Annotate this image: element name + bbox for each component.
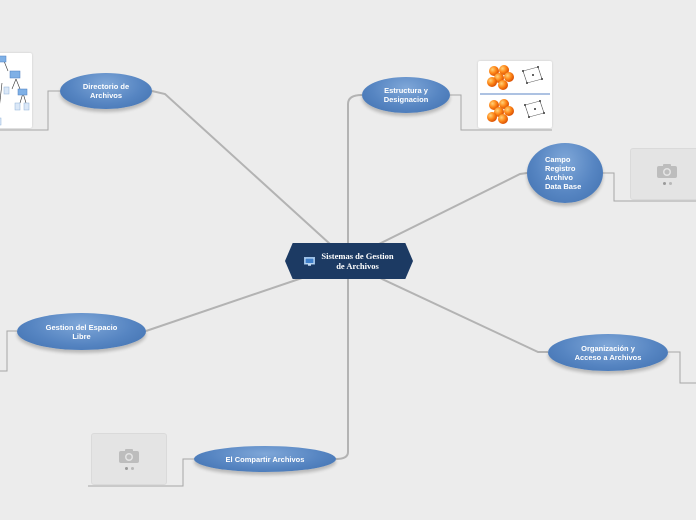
leader-espacio xyxy=(0,331,17,371)
central-topic[interactable]: Sistemas de Gestion de Archivos xyxy=(285,243,413,279)
topic-organizacion-label: Organización y Acceso a Archivos xyxy=(575,344,642,362)
topic-espacio[interactable]: Gestion del Espacio Libre xyxy=(17,313,146,350)
topic-estructura-label: Estructura y Designacion xyxy=(384,86,429,104)
placeholder-dots xyxy=(663,182,672,185)
structure-image xyxy=(478,61,552,128)
camera-icon xyxy=(118,448,140,464)
central-topic-label: Sistemas de Gestion de Archivos xyxy=(321,251,393,271)
connector-organizacion xyxy=(380,278,548,352)
leader-organizacion xyxy=(668,352,696,383)
topic-estructura[interactable]: Estructura y Designacion xyxy=(362,77,450,113)
connector-compartir xyxy=(336,279,348,459)
topic-espacio-label: Gestion del Espacio Libre xyxy=(46,323,118,341)
topic-campo[interactable]: Campo Registro Archivo Data Base xyxy=(527,143,603,203)
topic-compartir[interactable]: El Compartir Archivos xyxy=(194,446,336,472)
molecule-lattice-icon xyxy=(478,61,552,128)
topic-compartir-label: El Compartir Archivos xyxy=(226,455,305,464)
image-placeholder-compartir[interactable] xyxy=(91,433,167,485)
image-placeholder-campo[interactable] xyxy=(630,148,696,200)
camera-icon xyxy=(656,163,678,179)
folder-tree-icon xyxy=(0,53,32,128)
connector-estructura xyxy=(348,95,362,244)
topic-organizacion[interactable]: Organización y Acceso a Archivos xyxy=(548,334,668,371)
monitor-icon xyxy=(304,257,315,266)
directory-tree-image xyxy=(0,53,32,128)
topic-campo-label: Campo Registro Archivo Data Base xyxy=(545,155,581,191)
topic-directorio[interactable]: Directorio de Archivos xyxy=(60,73,152,109)
connector-espacio xyxy=(146,277,305,331)
topic-directorio-label: Directorio de Archivos xyxy=(83,82,129,100)
connector-campo xyxy=(375,173,527,246)
placeholder-dots xyxy=(125,467,134,470)
connector-directorio xyxy=(152,91,330,244)
